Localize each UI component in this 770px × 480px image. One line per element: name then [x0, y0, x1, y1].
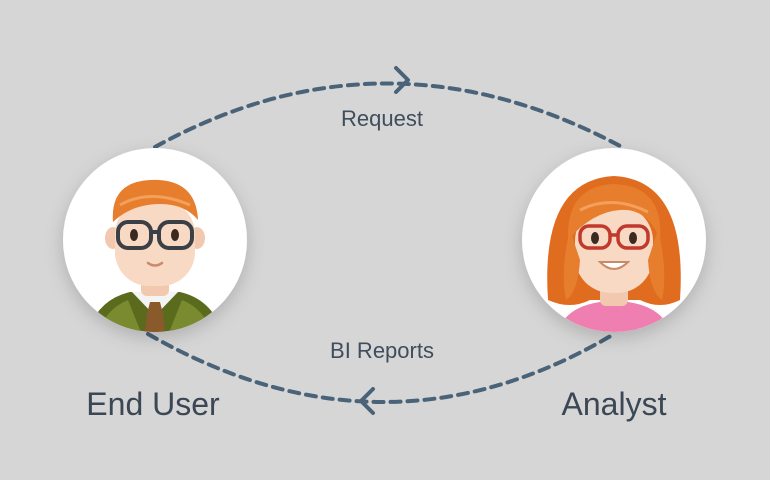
request-edge-label: Request [341, 106, 423, 132]
analyst-label: Analyst [562, 386, 667, 423]
analyst-avatar [522, 148, 706, 340]
end-user-avatar [63, 148, 247, 340]
request-arrowhead-icon [396, 68, 408, 92]
bi-reports-edge-label: BI Reports [330, 338, 434, 364]
end-user-label: End User [86, 386, 219, 423]
